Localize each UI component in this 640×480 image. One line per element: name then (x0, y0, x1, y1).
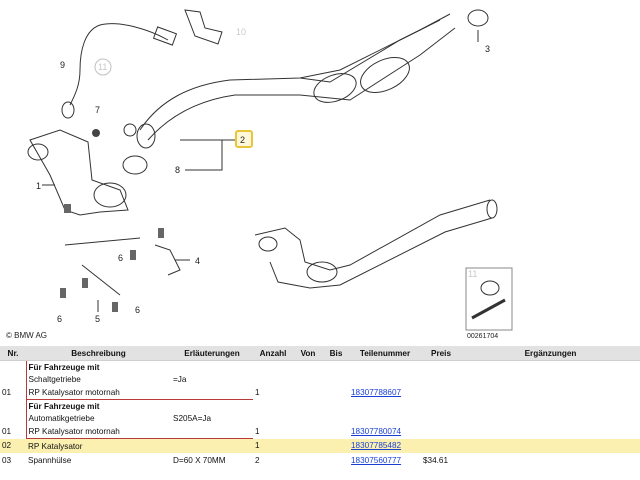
row-description: RP Katalysator (26, 438, 171, 453)
group-title: Für Fahrzeuge mit (25, 399, 171, 412)
right-pipe-top (254, 199, 491, 271)
callout-1[interactable]: 1 (36, 181, 41, 191)
row-quantity: 1 (255, 387, 260, 397)
row-quantity: 2 (255, 455, 260, 465)
bolt-6d (112, 302, 118, 312)
row-nr: 01 (2, 426, 12, 436)
callout-6c[interactable]: 6 (135, 305, 140, 315)
upper-pipe-inner (299, 19, 441, 83)
row-description: RP Katalysator motornah (25, 385, 171, 400)
bolt-6a (158, 228, 164, 238)
row-note: D=60 X 70MM (173, 455, 226, 465)
group-note: =Ja (173, 374, 187, 384)
row-description: RP Katalysator motornah (25, 424, 171, 439)
clamp-3 (467, 9, 489, 27)
col-von: Von (293, 346, 323, 361)
callout-9[interactable]: 9 (60, 60, 65, 70)
leader-2 (185, 139, 240, 171)
col-ergaenzungen: Ergänzungen (461, 346, 640, 361)
manifold-flange (27, 143, 49, 161)
right-flange (258, 236, 278, 252)
catalyst-body (360, 57, 410, 93)
thumbnail-box (465, 267, 513, 331)
group-title: Für Fahrzeuge mit (25, 360, 171, 373)
col-anzahl: Anzahl (253, 346, 293, 361)
table-row[interactable]: 01 RP Katalysator motornah 1 18307780074 (0, 424, 640, 439)
parts-diagram: 1 2 3 4 5 6 6 6 7 8 9 10 11 11 (27, 9, 513, 331)
col-nr: Nr. (0, 346, 26, 361)
nut-7 (92, 129, 100, 137)
group-note: S205A=Ja (173, 413, 212, 423)
part-number-link[interactable]: 18307788607 (351, 387, 402, 397)
callout-2-highlight[interactable] (235, 130, 253, 148)
part-number-link[interactable]: 18307785482 (351, 441, 402, 451)
col-preis: Preis (421, 346, 461, 361)
thumbnail-arrow (471, 298, 506, 320)
col-erlaeuterungen: Erläuterungen (171, 346, 253, 361)
row-nr: 01 (2, 387, 12, 397)
group-subtitle: Schaltgetriebe (25, 373, 171, 385)
hanger-rod (64, 237, 141, 246)
table-row[interactable]: 01 RP Katalysator motornah 1 18307788607 (0, 385, 640, 400)
bolt-5 (82, 278, 88, 288)
table-row: Automatikgetriebe S205A=Ja (0, 412, 640, 424)
manifold-catalyst (29, 129, 129, 216)
table-row: Schaltgetriebe =Ja (0, 373, 640, 385)
bracket-10 (184, 9, 223, 45)
sensor-wire (69, 23, 169, 106)
table-row-highlighted[interactable]: 02 RP Katalysator 1 18307785482 (0, 438, 640, 453)
table-header-row: Nr. Beschreibung Erläuterungen Anzahl Vo… (0, 346, 640, 361)
callout-10[interactable]: 10 (236, 27, 246, 37)
right-pipe-end (486, 199, 498, 219)
callout-6a[interactable]: 6 (118, 253, 123, 263)
col-bis: Bis (323, 346, 349, 361)
copyright-label: © BMW AG (6, 331, 48, 340)
row-description: Spannhülse (28, 455, 72, 465)
callout-3[interactable]: 3 (485, 44, 490, 54)
thumbnail-clamp (480, 280, 500, 296)
row-quantity: 1 (253, 438, 293, 453)
bolt-6c (60, 288, 66, 298)
part-number-link[interactable]: 18307560777 (351, 455, 402, 465)
pipe-flange (136, 123, 156, 149)
manifold-outlet (93, 182, 127, 208)
callout-4[interactable]: 4 (195, 256, 200, 266)
callout-11b[interactable]: 11 (468, 269, 477, 279)
callout-6b[interactable]: 6 (57, 314, 62, 324)
bolt-6b (130, 250, 136, 260)
callout-11a[interactable]: 11 (98, 62, 107, 72)
callout-11-circle (94, 58, 112, 76)
row-price: $34.61 (423, 455, 449, 465)
hanger-rod-5 (81, 264, 121, 296)
table-row: Für Fahrzeuge mit (0, 399, 640, 412)
callout-5[interactable]: 5 (95, 314, 100, 324)
row-quantity: 1 (255, 426, 260, 436)
callout-2[interactable]: 2 (240, 135, 245, 145)
sensor-plug (152, 26, 178, 46)
parts-table: Nr. Beschreibung Erläuterungen Anzahl Vo… (0, 346, 640, 467)
right-catalyst (306, 261, 338, 283)
callout-7[interactable]: 7 (95, 105, 100, 115)
col-teilenummer: Teilenummer (349, 346, 421, 361)
table-row: Für Fahrzeuge mit (0, 360, 640, 373)
exhaust-diagram-svg: 1 2 3 4 5 6 6 6 7 8 9 10 11 11 (27, 9, 513, 331)
right-pipe-bottom (269, 217, 493, 289)
group-subtitle: Automatikgetriebe (25, 412, 171, 424)
clamp-upper (123, 123, 137, 137)
upper-pipe-bottom (147, 27, 456, 141)
row-nr: 02 (0, 438, 26, 453)
catalyst-body-2 (313, 73, 357, 103)
row-nr: 03 (2, 455, 12, 465)
clamp-8 (122, 155, 148, 175)
col-beschreibung: Beschreibung (26, 346, 171, 361)
callout-8[interactable]: 8 (175, 165, 180, 175)
image-code-label: 00261704 (467, 333, 499, 340)
part-number-link[interactable]: 18307780074 (351, 426, 402, 436)
oxygen-sensor (61, 101, 75, 119)
upper-pipe-top (139, 13, 451, 131)
bolt-1 (64, 204, 71, 213)
table-row[interactable]: 03 Spannhülse D=60 X 70MM 2 18307560777 … (0, 453, 640, 467)
